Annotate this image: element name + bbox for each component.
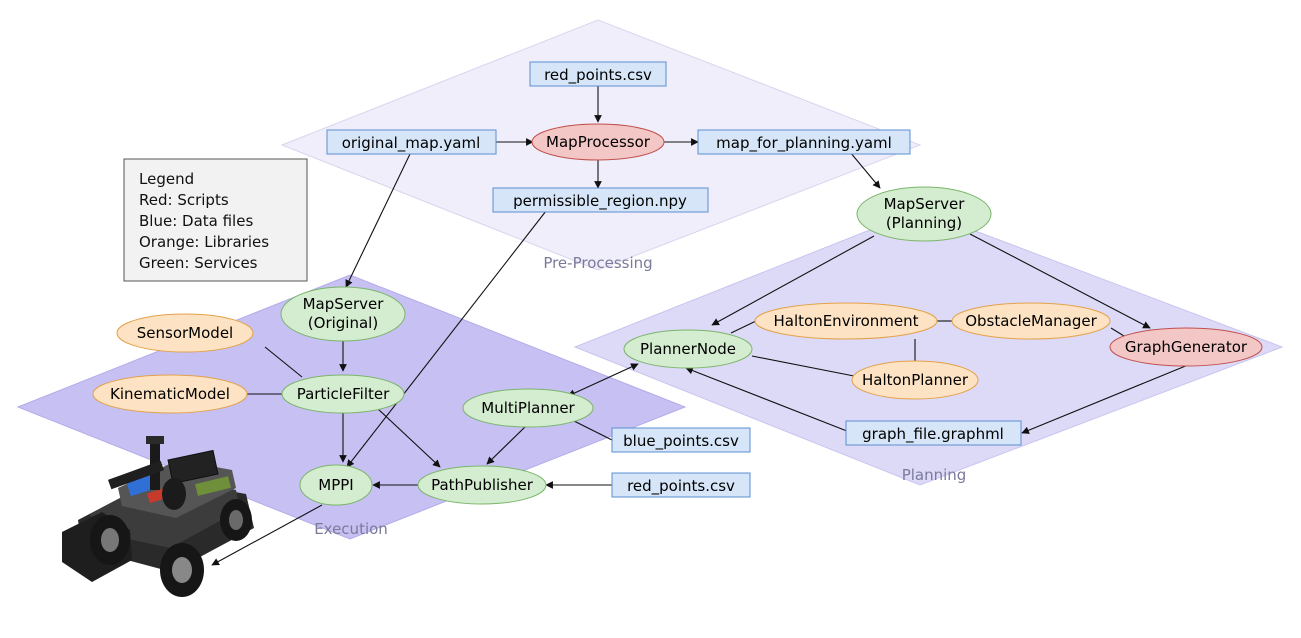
edge-mapforplanning-to-mapserverplanning (849, 151, 881, 189)
edge-particlefilter-to-pathpublisher (377, 408, 441, 468)
edge-mapserverplanning-to-graphgenerator (969, 233, 1151, 329)
map-for-planning-label: map_for_planning.yaml (716, 134, 892, 153)
original-map-box (326, 129, 497, 155)
graph-file-label: graph_file.graphml (862, 425, 1004, 444)
mapserver-original-label-1: MapServer (303, 295, 385, 313)
preprocessing-region-label: Pre-Processing (543, 254, 652, 272)
edge-plannernode-haltonplanner (751, 355, 855, 377)
edge-plannernode-haltonenv (730, 320, 757, 334)
edge-mppi-to-car (211, 504, 323, 566)
rc-car-icon (62, 436, 254, 597)
edge-bluepoints-multiplanner (573, 420, 613, 441)
legend-item-services: Green: Services (139, 254, 258, 272)
red-points-bottom-box (611, 472, 751, 498)
edge-graphgenerator-to-graphfile (1021, 364, 1189, 434)
graph-file-box (845, 420, 1022, 446)
script-nodes: MapProcessor GraphGenerator (531, 123, 1263, 367)
kinematic-model-node (92, 374, 248, 414)
mppi-label: MPPI (318, 476, 353, 494)
path-publisher-node (417, 465, 547, 505)
multi-planner-label: MultiPlanner (481, 399, 575, 417)
edge-mapserverplanning-to-plannernode (711, 235, 875, 326)
blue-points-box (611, 427, 751, 453)
mapserver-planning-node (856, 186, 992, 242)
edge-sensormodel-particlefilter (264, 346, 303, 378)
map-processor-node (531, 123, 665, 161)
obstacle-manager-label: ObstacleManager (965, 312, 1097, 330)
particle-filter-label: ParticleFilter (297, 385, 390, 403)
multi-planner-node (462, 388, 594, 428)
permissible-region-box (492, 187, 709, 213)
map-processor-label: MapProcessor (546, 133, 651, 151)
kinematic-model-label: KinematicModel (110, 385, 230, 403)
path-publisher-label: PathPublisher (431, 476, 534, 494)
legend-item-libraries: Orange: Libraries (139, 233, 269, 251)
halton-environment-node (754, 302, 938, 340)
halton-planner-node (851, 360, 979, 400)
planner-node-label: PlannerNode (640, 340, 736, 358)
service-nodes: MapServer (Planning) MapServer (Original… (280, 186, 992, 506)
edges (211, 86, 1189, 566)
edge-multiplanner-to-pathpublisher (486, 426, 526, 465)
execution-region-label: Execution (314, 520, 388, 538)
mppi-node (299, 464, 373, 506)
mapserver-planning-label-2: (Planning) (886, 214, 962, 232)
particle-filter-node (281, 374, 405, 414)
permissible-region-label: permissible_region.npy (513, 192, 687, 211)
red-points-bottom-label: red_points.csv (627, 477, 735, 496)
legend-item-scripts: Red: Scripts (139, 191, 229, 209)
graph-generator-node (1109, 327, 1263, 367)
edge-permissible-to-mppi (346, 210, 547, 468)
mapserver-planning-label-1: MapServer (884, 195, 966, 213)
legend-item-data-files: Blue: Data files (139, 212, 253, 230)
blue-points-label: blue_points.csv (623, 432, 739, 451)
edge-graphfile-to-plannernode (685, 366, 853, 434)
legend-title: Legend (139, 170, 194, 188)
mapserver-original-node (280, 286, 406, 342)
planner-node (623, 329, 753, 369)
halton-planner-label: HaltonPlanner (862, 371, 969, 389)
sensor-model-label: SensorModel (137, 324, 233, 342)
halton-environment-label: HaltonEnvironment (774, 312, 919, 330)
edge-obstaclemanager-graphgenerator (1110, 327, 1125, 337)
red-points-top-box (529, 61, 667, 87)
edge-originalmap-to-mapserveroriginal (345, 153, 411, 288)
graph-generator-label: GraphGenerator (1125, 338, 1248, 356)
obstacle-manager-node (951, 302, 1111, 340)
original-map-label: original_map.yaml (342, 134, 481, 153)
planning-region-label: Planning (902, 466, 967, 484)
red-points-top-label: red_points.csv (544, 66, 652, 85)
edge-plannernode-multiplanner (567, 363, 639, 397)
planning-region (573, 209, 1284, 486)
mapserver-original-label-2: (Original) (308, 314, 378, 332)
map-for-planning-box (697, 129, 911, 155)
data-file-nodes: red_points.csv original_map.yaml map_for… (326, 61, 1022, 498)
library-nodes: SensorModel KinematicModel HaltonEnviron… (92, 302, 1111, 414)
sensor-model-node (116, 313, 254, 353)
legend: Legend Red: Scripts Blue: Data files Ora… (123, 158, 308, 282)
